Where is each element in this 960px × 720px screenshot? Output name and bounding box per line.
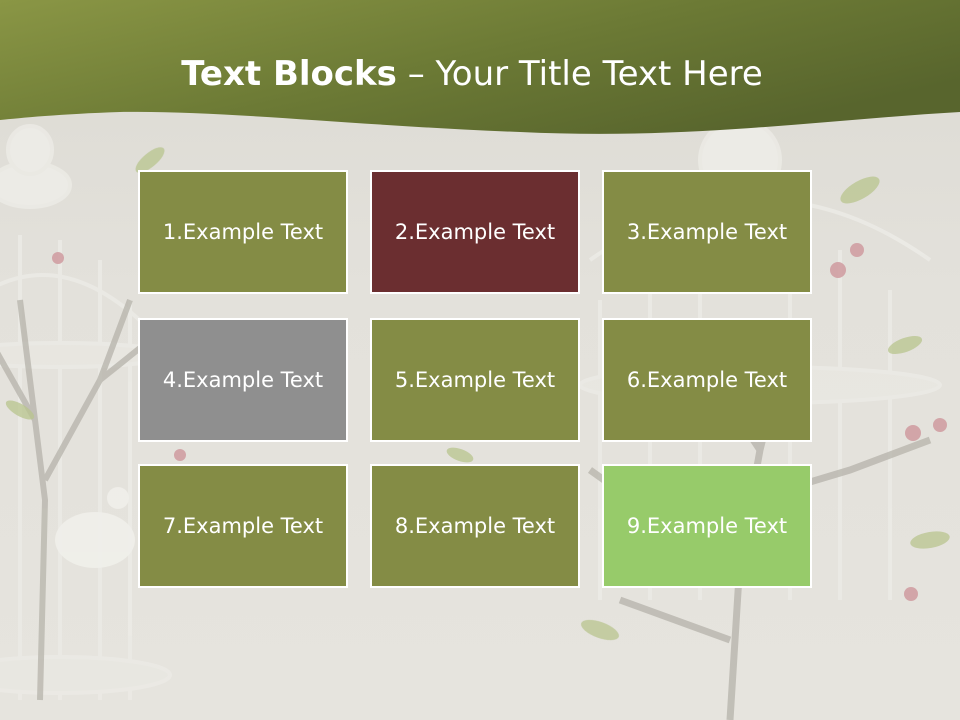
text-block-7[interactable]: 7.Example Text	[138, 464, 348, 588]
text-block-label: 1.Example Text	[162, 220, 324, 244]
slide-title: Text Blocks – Your Title Text Here	[0, 52, 944, 96]
text-block-8[interactable]: 8.Example Text	[370, 464, 580, 588]
berries	[52, 243, 947, 601]
title-dash: –	[396, 54, 436, 94]
header-band	[0, 0, 960, 134]
text-block-1[interactable]: 1.Example Text	[138, 170, 348, 294]
text-block-label: 4.Example Text	[162, 368, 324, 392]
text-block-6[interactable]: 6.Example Text	[602, 318, 812, 442]
text-block-2[interactable]: 2.Example Text	[370, 170, 580, 294]
text-block-4[interactable]: 4.Example Text	[138, 318, 348, 442]
text-block-label: 7.Example Text	[162, 514, 324, 538]
text-block-label: 3.Example Text	[626, 220, 788, 244]
text-block-5[interactable]: 5.Example Text	[370, 318, 580, 442]
text-block-label: 6.Example Text	[626, 368, 788, 392]
text-block-grid: 1.Example Text 2.Example Text 3.Example …	[138, 170, 816, 594]
title-rest: Your Title Text Here	[435, 54, 763, 94]
leaves	[5, 147, 950, 641]
text-block-label: 5.Example Text	[394, 368, 556, 392]
title-bold: Text Blocks	[181, 54, 397, 94]
text-block-label: 9.Example Text	[626, 514, 788, 538]
dove	[55, 487, 135, 568]
text-block-3[interactable]: 3.Example Text	[602, 170, 812, 294]
text-block-label: 2.Example Text	[394, 220, 556, 244]
left-tree	[0, 298, 152, 701]
text-block-label: 8.Example Text	[394, 514, 556, 538]
text-block-9[interactable]: 9.Example Text	[602, 464, 812, 588]
